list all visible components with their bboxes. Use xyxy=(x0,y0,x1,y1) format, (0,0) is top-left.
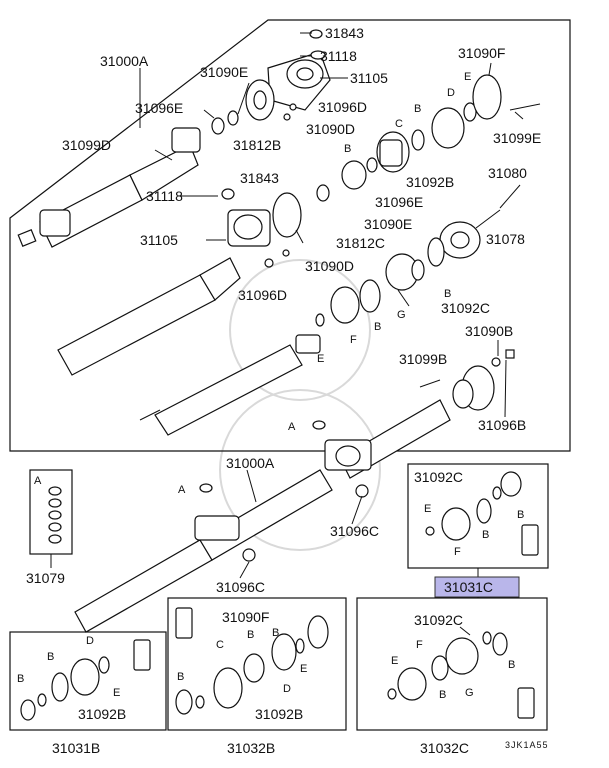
callout-e: E xyxy=(391,655,398,667)
diagram-code: 3JK1A55 xyxy=(505,740,549,750)
watermark-emblem xyxy=(219,259,381,551)
callout-e: E xyxy=(317,353,324,365)
label-31812c: 31812C xyxy=(336,235,385,251)
label-31078: 31078 xyxy=(486,231,525,247)
upper-assembly-outline xyxy=(9,19,571,452)
callout-a: A xyxy=(178,484,186,496)
callout-e: E xyxy=(300,663,307,675)
label-31080: 31080 xyxy=(488,165,527,181)
label-31843-upper: 31843 xyxy=(325,25,364,41)
callout-a: A xyxy=(288,421,296,433)
upper-propeller-shaft-front xyxy=(17,127,201,248)
callout-b: B xyxy=(17,673,24,685)
callout-g: G xyxy=(397,309,406,321)
callout-c: C xyxy=(395,118,403,130)
label-31031b: 31031B xyxy=(52,740,100,756)
kit-box-31032c xyxy=(356,597,548,731)
kit-box-31032b xyxy=(167,597,347,731)
label-31118-mid: 31118 xyxy=(146,188,183,204)
kit-31031b-parts xyxy=(20,639,151,721)
label-31812b: 31812B xyxy=(233,137,281,153)
callout-b: B xyxy=(272,627,279,639)
upper-propeller-shaft-rear xyxy=(139,334,321,436)
label-31092b-box1: 31092B xyxy=(78,706,126,722)
label-31000a-lower: 31000A xyxy=(226,455,275,471)
callout-c: C xyxy=(216,639,224,651)
callout-e: E xyxy=(113,687,120,699)
kit-box-31031b xyxy=(9,631,167,731)
label-31031c[interactable]: 31031C xyxy=(444,579,493,595)
part-highlight-31031c[interactable] xyxy=(434,576,520,598)
callout-b: B xyxy=(344,143,351,155)
cv-joint-31078 xyxy=(315,209,501,327)
kit-31032b-parts xyxy=(175,607,329,715)
callout-b: B xyxy=(47,651,54,663)
callout-b: B xyxy=(247,629,254,641)
label-31092b-box2: 31092B xyxy=(255,706,303,722)
callout-b: B xyxy=(482,529,489,541)
label-31096e-mid: 31096E xyxy=(375,194,423,210)
label-31090d-upper: 31090D xyxy=(306,121,355,137)
callout-g: G xyxy=(465,687,474,699)
label-31079: 31079 xyxy=(26,570,65,586)
kit-31031c-parts xyxy=(425,471,539,556)
label-31118-upper: 31118 xyxy=(320,48,357,64)
callout-f: F xyxy=(350,334,357,346)
callout-d: D xyxy=(86,635,94,647)
callout-e: E xyxy=(464,71,471,83)
callout-d: D xyxy=(447,87,455,99)
label-31099e: 31099E xyxy=(493,130,541,146)
label-31090e-mid: 31090E xyxy=(364,216,412,232)
label-31090f-upper: 31090F xyxy=(458,45,505,61)
flange-31812b xyxy=(211,79,297,135)
label-31099b: 31099B xyxy=(399,351,447,367)
lower-propeller-shaft xyxy=(74,399,451,633)
callout-d: D xyxy=(283,683,291,695)
center-bearing-upper xyxy=(267,29,331,111)
label-31090b: 31090B xyxy=(465,323,513,339)
callout-f: F xyxy=(454,546,461,558)
letter-callouts: E D B C B B G B F E A A A E B B F D B E … xyxy=(17,71,524,701)
kit-31032c-parts xyxy=(387,631,535,719)
callout-b: B xyxy=(517,509,524,521)
joint-31090b xyxy=(419,349,515,411)
callout-b: B xyxy=(508,659,515,671)
callout-b: B xyxy=(374,321,381,333)
label-31096b: 31096B xyxy=(478,417,526,433)
label-31000a-upper: 31000A xyxy=(100,53,149,69)
label-31090e-upper: 31090E xyxy=(200,64,248,80)
callout-b: B xyxy=(444,288,451,300)
label-31090f-box: 31090F xyxy=(222,609,269,625)
label-31090d-mid: 31090D xyxy=(305,258,354,274)
leader-lines xyxy=(139,32,524,636)
label-31096c-lower: 31096C xyxy=(216,579,265,595)
label-31092c-lower: 31092C xyxy=(414,612,463,628)
callout-e: E xyxy=(424,503,431,515)
label-31096d-mid: 31096D xyxy=(238,287,287,303)
label-31843-mid: 31843 xyxy=(240,170,279,186)
part-labels: 31000A 31843 31118 31105 31090E 31096E 3… xyxy=(26,25,549,756)
label-31096e-upper: 31096E xyxy=(135,100,183,116)
label-31092b-upper: 31092B xyxy=(406,174,454,190)
callout-b: B xyxy=(414,103,421,115)
label-31092c-box: 31092C xyxy=(414,469,463,485)
label-31096d-upper: 31096D xyxy=(318,99,367,115)
kit-31079-parts xyxy=(48,486,62,544)
label-31032c: 31032C xyxy=(420,740,469,756)
upper-propeller-shaft-mid xyxy=(57,184,330,376)
joint-parts-upper-right xyxy=(341,74,541,190)
callout-b: B xyxy=(439,689,446,701)
label-31092c-upper: 31092C xyxy=(441,300,490,316)
label-31096c-mid: 31096C xyxy=(330,523,379,539)
callout-a: A xyxy=(34,475,42,487)
label-31105-mid: 31105 xyxy=(140,232,178,248)
label-31099d: 31099D xyxy=(62,137,111,153)
label-31032b: 31032B xyxy=(227,740,275,756)
callout-b: B xyxy=(177,671,184,683)
label-31105-upper: 31105 xyxy=(350,70,388,86)
callout-f: F xyxy=(416,639,423,651)
